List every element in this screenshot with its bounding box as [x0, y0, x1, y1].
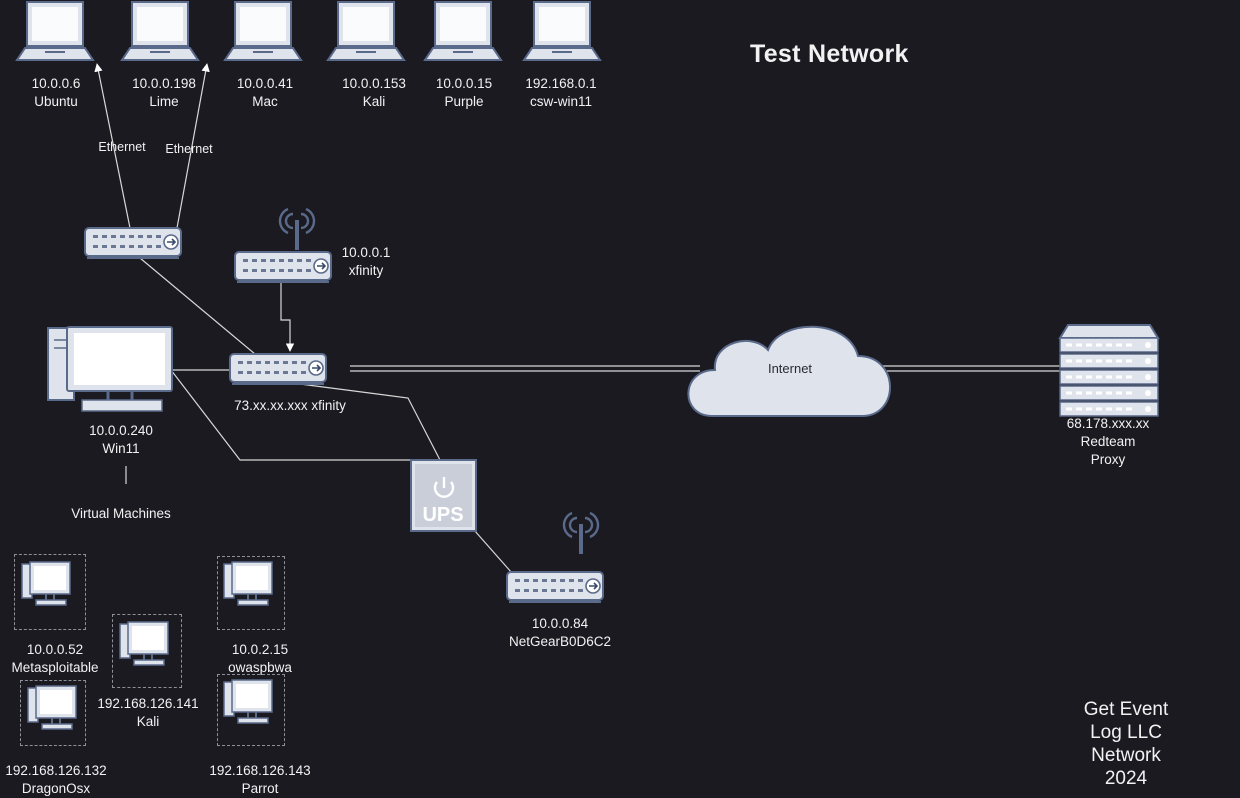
desktop-label: 10.0.0.240 Win11	[89, 422, 153, 458]
laptop-name: Ubuntu	[34, 94, 78, 109]
xfinity-gateway-router-icon	[229, 353, 327, 385]
internet-cloud-icon	[687, 325, 891, 417]
internet-label: Internet	[767, 361, 813, 376]
laptop-lime-icon	[121, 1, 199, 61]
vm-label-metasploitable: 10.0.0.52 Metasploitable	[11, 641, 98, 677]
desktop-win11-icon	[47, 326, 173, 412]
proxy-server-icon	[1058, 324, 1160, 417]
vm-box-dragonosx	[20, 680, 86, 746]
vm-label-kali: 192.168.126.141 Kali	[97, 695, 198, 731]
vm-name: Metasploitable	[11, 660, 99, 675]
proxy-name-2: Proxy	[1090, 452, 1126, 467]
vm-label-dragonosx: 192.168.126.132 DragonOsx	[5, 762, 106, 798]
vm-box-metasploitable	[14, 554, 86, 630]
vm-ip: 192.168.126.143	[209, 763, 311, 778]
desktop-name: Win11	[102, 441, 140, 456]
ethernet-switch-icon	[84, 227, 182, 259]
laptop-kali-icon	[327, 1, 405, 61]
laptop-ip: 10.0.0.198	[132, 76, 196, 91]
vm-label-owaspbwa: 10.0.2.15 owaspbwa	[228, 641, 292, 677]
laptop-label-csw-win11: 192.168.0.1 csw-win11	[525, 75, 596, 111]
link-label-ethernet-2: Ethernet	[165, 142, 213, 156]
laptop-ip: 10.0.0.6	[31, 76, 81, 91]
connection-lines	[94, 63, 1064, 574]
netgear-ip: 10.0.0.84	[531, 616, 589, 631]
diagram-title: Test Network	[750, 40, 909, 68]
vm-name: Parrot	[241, 781, 279, 796]
laptop-ip: 10.0.0.153	[342, 76, 406, 91]
netgear-name: NetGearB0D6C2	[508, 634, 612, 649]
laptop-name: Mac	[252, 94, 278, 109]
laptop-label-mac: 10.0.0.41 Mac	[237, 75, 293, 111]
netgear-wifi-router-icon	[506, 511, 604, 603]
link-label-ethernet-1: Ethernet	[98, 140, 146, 154]
laptop-ubuntu-icon	[16, 1, 94, 61]
vm-name: Kali	[136, 714, 160, 729]
laptop-purple-icon	[424, 1, 502, 61]
vm-box-parrot	[217, 674, 285, 746]
xfinity-wifi-name: xfinity	[348, 263, 384, 278]
laptop-name: Lime	[149, 94, 179, 109]
vm-ip: 192.168.126.141	[97, 696, 199, 711]
laptop-label-lime: 10.0.0.198 Lime	[132, 75, 196, 111]
router-label: 73.xx.xx.xxx xfinity	[234, 398, 346, 413]
netgear-label: 10.0.0.84 NetGearB0D6C2	[509, 615, 611, 651]
xfinity-wifi-label: 10.0.0.1 xfinity	[342, 244, 391, 280]
laptop-name: Purple	[444, 94, 484, 109]
xfinity-wifi-ip: 10.0.0.1	[341, 245, 391, 260]
proxy-label: 68.178.xxx.xx Redteam Proxy	[1067, 415, 1150, 469]
vm-label-parrot: 192.168.126.143 Parrot	[209, 762, 310, 798]
laptop-ip: 192.168.0.1	[525, 76, 597, 91]
vm-name: owaspbwa	[228, 660, 292, 675]
laptop-ip: 10.0.0.15	[435, 76, 493, 91]
vm-ip: 10.0.0.52	[26, 642, 84, 657]
vm-ip: 10.0.2.15	[231, 642, 289, 657]
laptop-ip: 10.0.0.41	[236, 76, 294, 91]
laptop-label-kali: 10.0.0.153 Kali	[342, 75, 406, 111]
xfinity-wifi-router-icon	[234, 207, 332, 283]
laptop-csw-win11-icon	[523, 1, 601, 61]
ups-icon	[410, 459, 477, 532]
laptop-name: csw-win11	[529, 94, 593, 109]
proxy-ip: 68.178.xxx.xx	[1066, 416, 1150, 431]
laptop-label-purple: 10.0.0.15 Purple	[436, 75, 492, 111]
laptop-label-ubuntu: 10.0.0.6 Ubuntu	[32, 75, 81, 111]
footer-company: Get Event Log LLC	[1083, 699, 1169, 743]
footer-subtitle: Network 2024	[1091, 745, 1161, 789]
desktop-ip: 10.0.0.240	[89, 423, 153, 438]
ups-label: UPS	[422, 504, 464, 526]
vm-box-owaspbwa	[217, 556, 285, 630]
proxy-name-1: Redteam	[1080, 434, 1136, 449]
vm-box-kali	[112, 614, 182, 688]
laptop-name: Kali	[362, 94, 386, 109]
laptop-mac-icon	[224, 1, 302, 61]
vm-name: DragonOsx	[21, 781, 91, 796]
vm-heading: Virtual Machines	[71, 506, 171, 521]
footer-credit: Get Event Log LLC Network 2024	[1069, 698, 1183, 790]
vm-ip: 192.168.126.132	[5, 763, 107, 778]
